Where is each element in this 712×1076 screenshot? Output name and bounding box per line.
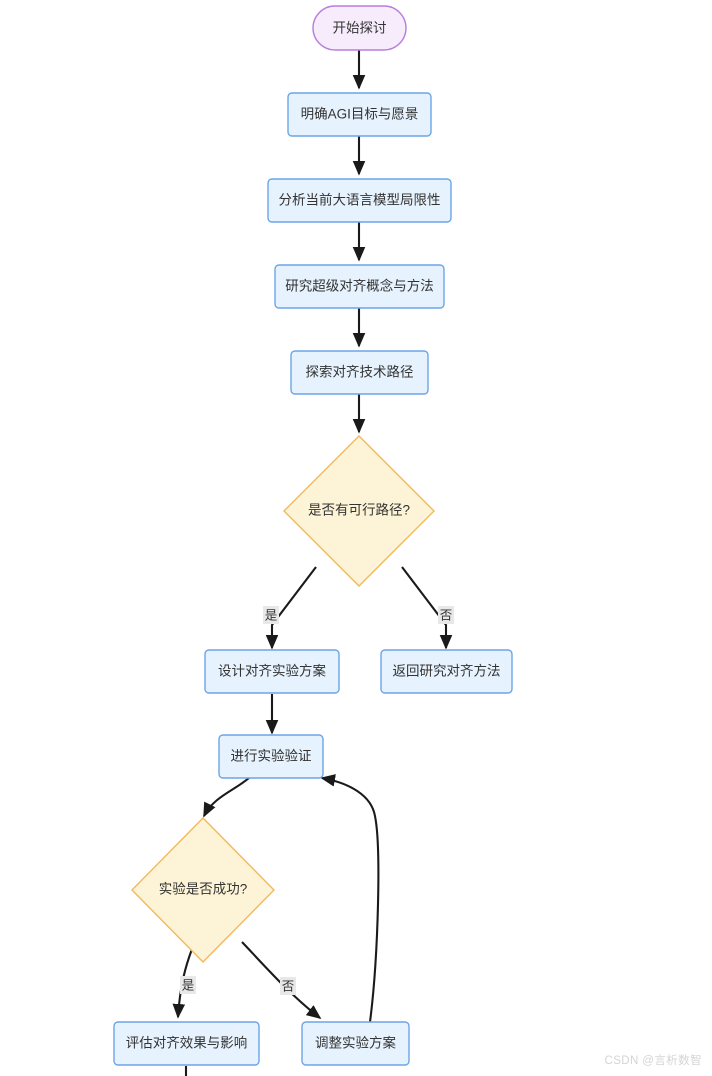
node-define-agi-goals[interactable]: 明确AGI目标与愿景 (287, 92, 432, 137)
edge-n10-n12-no (241, 941, 322, 1020)
node-decision-experiment-success[interactable]: 实验是否成功? (131, 817, 275, 963)
node-shape-rect (290, 350, 429, 395)
node-label-n7: 设计对齐实验方案 (218, 663, 326, 679)
edge-labels-layer: 是 否 是 否 (180, 606, 454, 995)
edge-label-no-2: 否 (282, 979, 295, 993)
node-label-n3: 分析当前大语言模型局限性 (279, 192, 441, 208)
edge-label-bg-yes-2 (180, 976, 196, 994)
node-label-n8: 返回研究对齐方法 (393, 664, 501, 679)
edge-label-no-1: 否 (440, 608, 453, 622)
node-analyze-llm-limits[interactable]: 分析当前大语言模型局限性 (267, 178, 452, 223)
node-shape-diamond (283, 435, 435, 587)
node-label-n1: 开始探讨 (333, 21, 387, 36)
node-label-n2: 明确AGI目标与愿景 (301, 107, 419, 122)
node-shape-rect (287, 92, 432, 137)
node-shape-rect (267, 178, 452, 223)
node-shape-rect (113, 1021, 260, 1066)
node-shape-rect (218, 734, 324, 779)
edge-n12-n9-loop (320, 774, 380, 1023)
edge-label-bg-no-2 (280, 977, 296, 995)
node-label-n12: 调整实验方案 (315, 1035, 396, 1051)
edge-n9-n10 (203, 776, 251, 818)
node-evaluate-alignment-effect[interactable]: 评估对齐效果与影响 (113, 1021, 260, 1066)
edge-label-yes-2: 是 (182, 978, 195, 992)
node-label-n11: 评估对齐效果与影响 (126, 1036, 248, 1051)
node-shape-stadium (312, 5, 407, 51)
node-shape-diamond (131, 817, 275, 963)
node-label-n6: 是否有可行路径? (308, 503, 410, 518)
node-shape-rect (204, 649, 340, 694)
node-shape-rect (380, 649, 513, 694)
nodes-layer: 开始探讨 明确AGI目标与愿景 分析当前大语言模型局限性 研究超级对齐概念与方法… (113, 5, 513, 1066)
node-label-n9: 进行实验验证 (231, 749, 312, 764)
edge-n6-n7-yes (265, 566, 317, 650)
node-study-superalignment[interactable]: 研究超级对齐概念与方法 (274, 264, 445, 309)
node-explore-alignment-path[interactable]: 探索对齐技术路径 (290, 350, 429, 395)
node-run-experiment[interactable]: 进行实验验证 (218, 734, 324, 779)
node-adjust-experiment-plan[interactable]: 调整实验方案 (301, 1021, 410, 1066)
node-label-n5: 探索对齐技术路径 (306, 365, 414, 380)
node-label-n4: 研究超级对齐概念与方法 (285, 278, 434, 294)
edge-label-bg-yes-1 (263, 606, 279, 624)
node-start-discussion[interactable]: 开始探讨 (312, 5, 407, 51)
node-shape-rect (274, 264, 445, 309)
edge-label-bg-no-1 (438, 606, 454, 624)
node-return-to-research[interactable]: 返回研究对齐方法 (380, 649, 513, 694)
edges-layer (172, 50, 453, 1076)
csdn-watermark: CSDN @言析数智 (604, 1055, 702, 1067)
node-label-n10: 实验是否成功? (159, 882, 248, 897)
edge-n6-n8-no (401, 566, 453, 650)
node-decision-feasible-path[interactable]: 是否有可行路径? (283, 435, 435, 587)
node-design-experiment-plan[interactable]: 设计对齐实验方案 (204, 649, 340, 694)
node-shape-rect (301, 1021, 410, 1066)
edge-label-yes-1: 是 (265, 608, 278, 622)
